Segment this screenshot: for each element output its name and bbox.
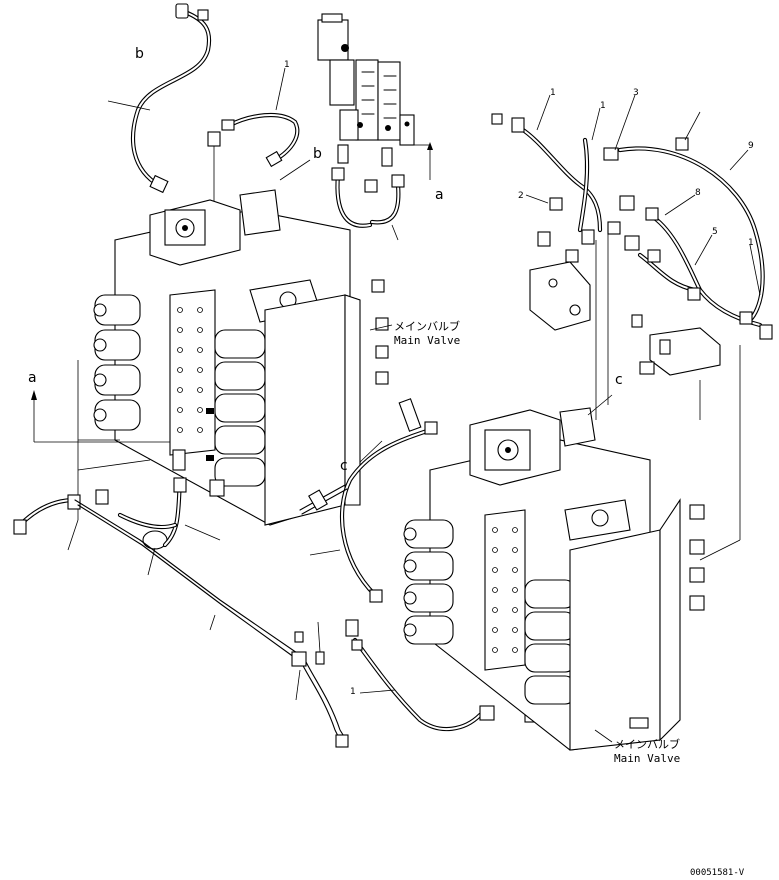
hose-assembly-1-top	[207, 67, 300, 290]
ref-label-a-left: a	[28, 370, 37, 386]
ref-label-c-left: c	[340, 458, 348, 474]
part-number-9-right: 9	[748, 141, 754, 151]
ref-label-b-top: b	[135, 46, 144, 62]
part-number-5-right: 5	[712, 227, 718, 237]
hose-assembly-center-c	[299, 398, 438, 603]
main-valve-left	[77, 189, 389, 526]
ref-label-a-top: a	[435, 187, 444, 203]
hose-assembly-top-right	[491, 94, 773, 561]
part-number-1-top: 1	[284, 60, 290, 70]
ref-label-c-right: c	[615, 372, 623, 388]
ref-label-b-mid: b	[313, 146, 322, 162]
main-valve-right	[403, 394, 705, 751]
ref-arrow-a-left	[31, 390, 170, 443]
main-valve-label-en-right: Main Valve	[614, 752, 680, 765]
drawing-code: 00051581-V	[690, 868, 745, 878]
solenoid-valve-block	[317, 13, 433, 251]
part-number-1-right-a: 1	[550, 88, 556, 98]
main-valve-label-jp-left: メインバルブ	[394, 319, 460, 333]
hose-assembly-bottom-center	[345, 619, 540, 732]
part-number-1-right-b: 1	[600, 101, 606, 111]
part-number-1-right-c: 1	[748, 238, 754, 248]
hose-assembly-bottom-left	[13, 477, 349, 748]
hose-assembly-top-left	[107, 3, 212, 194]
main-valve-label-jp-right: メインバルブ	[614, 737, 680, 751]
main-valve-label-en-left: Main Valve	[394, 334, 460, 347]
part-number-2-right: 2	[518, 191, 524, 201]
part-number-3-right: 3	[633, 88, 639, 98]
part-number-8-right: 8	[695, 188, 701, 198]
part-number-1-bottom: 1	[350, 687, 356, 697]
